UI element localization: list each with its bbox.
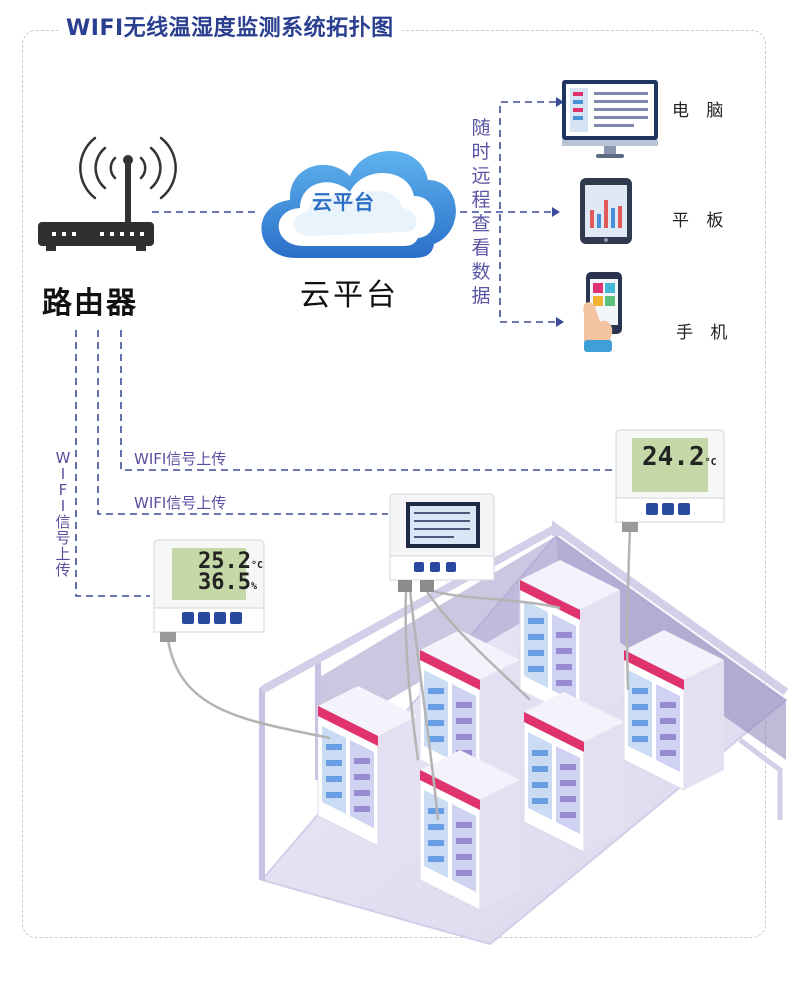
- server-rack: [519, 560, 620, 721]
- sensor-left-device: [153, 539, 265, 642]
- remote-view-char: 看: [471, 237, 491, 259]
- remote-view-char: 查: [471, 213, 491, 235]
- sensor-right-device: [615, 429, 725, 532]
- sensor-middle-device: [389, 493, 495, 592]
- computer-icon: [562, 80, 658, 158]
- device-label-tablet: 平 板: [672, 211, 730, 231]
- remote-view-char: 时: [471, 141, 491, 163]
- sensor-cables: [166, 527, 632, 821]
- server-rack: [623, 630, 724, 791]
- cloud-icon: [261, 151, 456, 258]
- router-icon: [38, 136, 177, 251]
- sensor-left-humidity: 36.5%: [198, 570, 258, 595]
- signal-vertical-char: 传: [55, 561, 71, 579]
- server-rack: [317, 686, 418, 847]
- connection-lines: [75, 101, 612, 597]
- signal-vertical-char: F: [58, 481, 68, 499]
- cloud-label: 云平台: [300, 278, 399, 313]
- server-rack: [419, 750, 520, 911]
- page-title: WIFI无线温湿度监测系统拓扑图: [58, 14, 402, 44]
- device-label-phone: 手 机: [676, 323, 734, 343]
- remote-view-text: 随时远程查看数据: [470, 116, 492, 308]
- cloud-inner-label: 云平台: [312, 190, 375, 214]
- signal-vertical-char: W: [55, 449, 71, 467]
- signal-label-middle: WIFI信号上传: [134, 494, 227, 512]
- device-label-computer: 电 脑: [672, 101, 730, 121]
- remote-view-char: 数: [471, 261, 491, 283]
- remote-view-char: 据: [471, 285, 491, 307]
- signal-vertical-char: I: [60, 465, 66, 483]
- server-rack: [523, 692, 624, 853]
- remote-view-char: 程: [471, 189, 491, 211]
- sensor-right-temp: 24.2°C: [642, 442, 717, 472]
- signal-label-right: WIFI信号上传: [134, 450, 227, 468]
- signal-vertical-char: I: [60, 497, 66, 515]
- tablet-icon: [580, 178, 632, 244]
- sensor-left-temp: 25.2°C: [198, 549, 264, 574]
- signal-vertical-char: 信: [55, 513, 71, 531]
- signal-vertical-char: 号: [55, 529, 71, 547]
- phone-icon: [583, 272, 622, 352]
- remote-view-char: 随: [471, 117, 491, 139]
- server-racks: [317, 560, 724, 911]
- remote-view-char: 远: [471, 165, 491, 187]
- router-label: 路由器: [42, 286, 138, 321]
- signal-vertical-char: 上: [55, 545, 71, 563]
